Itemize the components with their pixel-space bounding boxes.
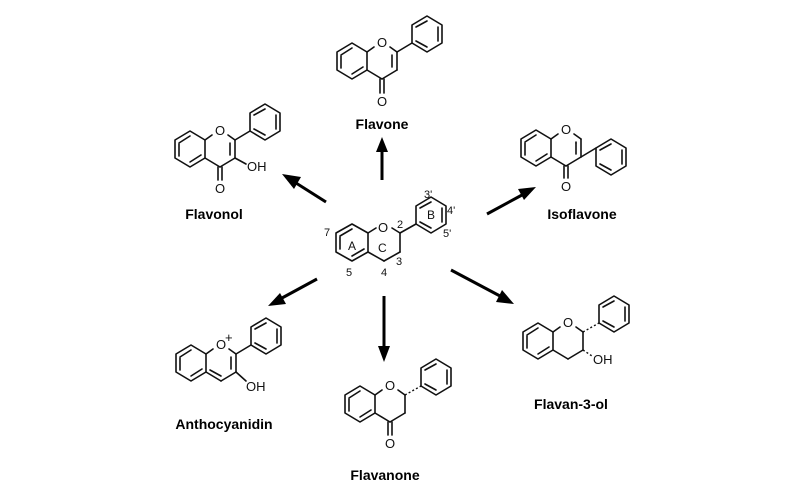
arrow-to-flavonol: [282, 174, 327, 204]
ring-c-label: C: [378, 241, 387, 255]
flavonol-ring-oxygen: O: [215, 123, 225, 138]
ring-a-label: A: [348, 239, 356, 253]
flavonol-hydroxyl: OH: [247, 159, 267, 174]
flavan-3-ol-ring-oxygen: O: [563, 315, 573, 330]
flavan-3-ol-hydroxyl: OH: [593, 352, 613, 367]
isoflavone-ring-oxygen: O: [561, 122, 571, 137]
anthocyanidin-structure: O + OH: [175, 317, 282, 394]
anthocyanidin-label: Anthocyanidin: [175, 416, 272, 432]
position-4-label: 4: [381, 267, 387, 279]
flavanone-structure: O O: [344, 358, 452, 451]
core-oxygen: O: [378, 220, 388, 235]
isoflavone-label: Isoflavone: [547, 206, 616, 222]
flavonol-label: Flavonol: [185, 206, 243, 222]
anthocyanidin-hydroxyl: OH: [246, 379, 266, 394]
flavanone-ring-oxygen: O: [385, 378, 395, 393]
arrow-to-flavanone: [378, 296, 390, 362]
flavonol-carbonyl-oxygen: O: [215, 181, 225, 196]
ring-b-label: B: [427, 208, 435, 222]
flavan-3-ol-label: Flavan-3-ol: [534, 396, 608, 412]
oxonium-charge: +: [225, 330, 233, 345]
flavone-carbonyl-oxygen: O: [377, 94, 387, 109]
position-4prime-label: 4': [447, 205, 455, 217]
isoflavone-carbonyl-oxygen: O: [561, 179, 571, 194]
flavone-label: Flavone: [356, 116, 409, 132]
anthocyanidin-ring-oxygen: O: [216, 337, 226, 352]
position-3-label: 3: [396, 256, 402, 268]
isoflavone-structure: O O: [520, 122, 627, 194]
flavanone-carbonyl-oxygen: O: [385, 436, 395, 451]
flavanone-label: Flavanone: [350, 467, 419, 483]
arrow-to-anthocyanidin: [268, 277, 318, 306]
position-2-label: 2: [397, 219, 403, 231]
arrow-to-flavan-3-ol: [450, 268, 514, 304]
core-flavan-skeleton: O A C B 7 5 4 3 2 3' 4' 5': [324, 189, 455, 279]
arrow-to-flavone: [376, 137, 388, 180]
arrow-to-isoflavone: [486, 187, 536, 216]
flavonol-structure: O O OH: [174, 103, 281, 196]
flavone-ring-oxygen: O: [377, 35, 387, 50]
position-3prime-label: 3': [424, 189, 432, 201]
position-5prime-label: 5': [443, 228, 451, 240]
position-5-label: 5: [346, 267, 352, 279]
flavan-3-ol-structure: O OH: [522, 295, 630, 367]
flavone-structure: O O: [336, 15, 443, 109]
position-7-label: 7: [324, 227, 330, 239]
